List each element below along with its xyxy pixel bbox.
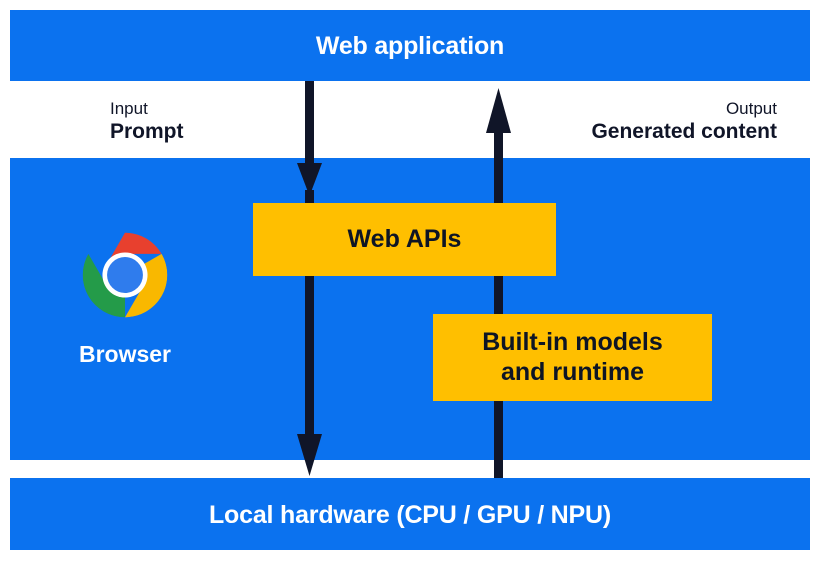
flow-input-value: Prompt	[110, 120, 184, 144]
band-web-application-label: Web application	[315, 32, 505, 60]
flow-label-input: Input Prompt	[110, 98, 184, 146]
flow-label-output: Output Generated content	[591, 98, 777, 146]
band-local-hardware: Local hardware (CPU / GPU / NPU)	[10, 478, 810, 550]
band-browser-label: Browser	[78, 341, 172, 367]
flow-output-value: Generated content	[591, 120, 777, 144]
box-web-apis-label: Web APIs	[347, 224, 462, 253]
box-builtin-models[interactable]: Built-in models and runtime	[433, 314, 712, 401]
band-local-hardware-label: Local hardware (CPU / GPU / NPU)	[208, 501, 611, 529]
box-web-apis[interactable]: Web APIs	[253, 203, 556, 276]
flow-input-kicker: Input	[110, 99, 148, 118]
chrome-logo-icon	[82, 232, 168, 318]
flow-output-kicker: Output	[725, 99, 777, 118]
box-builtin-models-label: Built-in models and runtime	[482, 328, 663, 386]
band-web-application: Web application	[10, 10, 810, 81]
